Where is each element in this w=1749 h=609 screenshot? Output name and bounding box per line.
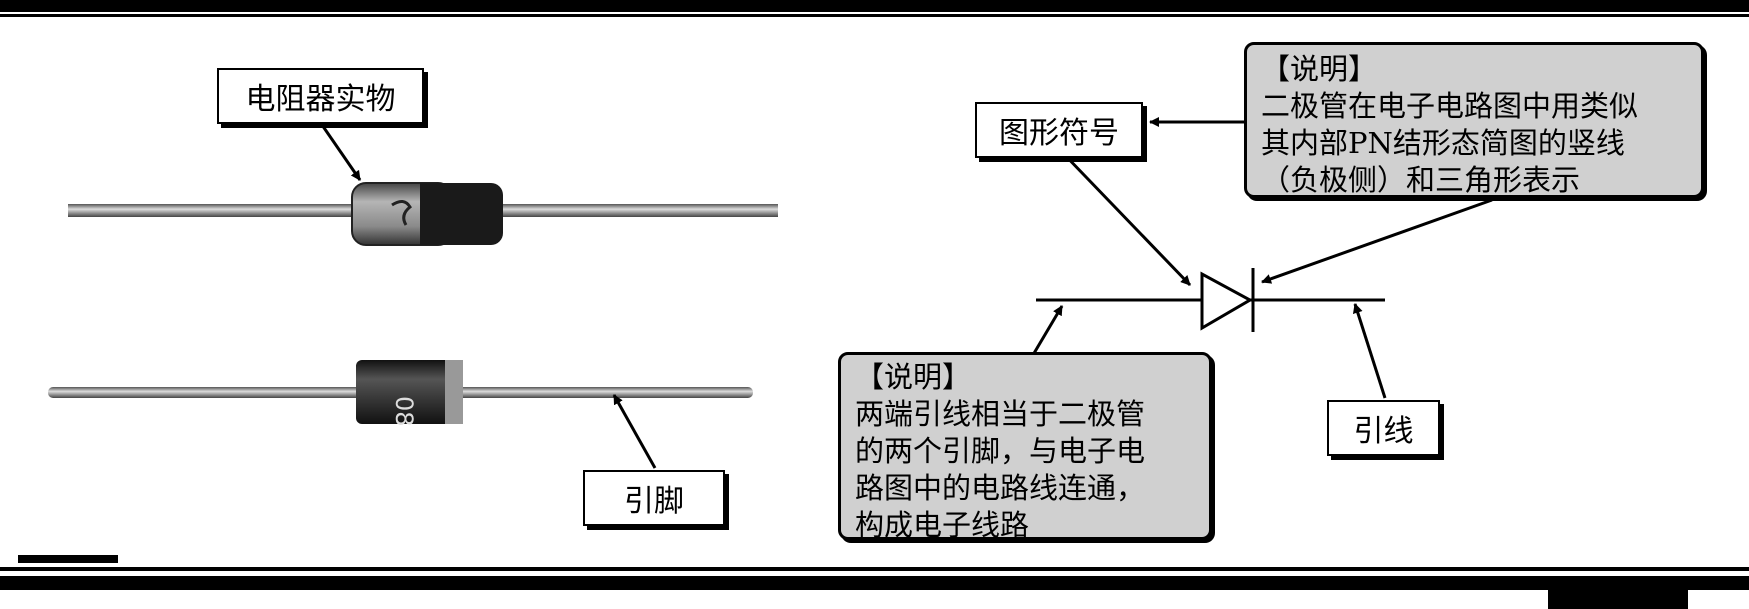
note-top-line-1: 二极管在电子电路图中用类似: [1261, 89, 1639, 123]
note-top-line-2: 其内部PN结形态简图的竖线: [1261, 126, 1625, 160]
label-pin: 引脚: [583, 470, 725, 526]
bottom-border-bar: [0, 576, 1749, 590]
arrow-to-cathode-bar: [1261, 198, 1493, 284]
label-resistor-photo-text: 电阻器实物: [245, 82, 396, 117]
top-border-thin: [0, 14, 1749, 17]
label-resistor-photo: 电阻器实物: [217, 68, 424, 124]
top-border-bar: [0, 0, 1749, 12]
note-bottom-line-1: 两端引线相当于二极管: [855, 397, 1146, 431]
note-bottom-line-2: 的两个引脚，与电子电: [855, 434, 1146, 468]
label-symbol-text: 图形符号: [999, 116, 1119, 151]
arrow-to-left-lead: [1028, 305, 1064, 361]
label-lead-text: 引线: [1353, 414, 1414, 449]
component-marking: 08: [390, 396, 418, 427]
note-top-line-3: （负极侧）和三角形表示: [1261, 163, 1581, 197]
note-bottom: 【说明】 两端引线相当于二极管 的两个引脚，与电子电 路图中的电路线连通， 构成…: [838, 352, 1212, 542]
label-pin-text: 引脚: [624, 484, 684, 519]
note-bottom-title: 【说明】: [855, 360, 972, 394]
bottom-border-thin: [0, 567, 1749, 571]
bottom-left-mark: [18, 555, 118, 563]
glass-diode-photo: [68, 182, 778, 246]
arrow-to-right-lead: [1352, 303, 1387, 399]
note-top-title: 【说明】: [1261, 52, 1378, 86]
diode-symbol: [1036, 268, 1385, 332]
plastic-diode-photo: 08: [48, 360, 753, 427]
note-bottom-line-4: 构成电子线路: [855, 508, 1030, 542]
label-lead: 引线: [1327, 400, 1440, 456]
arrow-symbol-to-triangle: [1058, 148, 1192, 287]
label-symbol: 图形符号: [975, 102, 1143, 158]
note-top: 【说明】 二极管在电子电路图中用类似 其内部PN结形态简图的竖线 （负极侧）和三…: [1244, 42, 1704, 198]
arrow-to-pin: [612, 394, 657, 469]
note-bottom-line-3: 路图中的电路线连通，: [855, 471, 1146, 505]
arrow-to-glass-diode: [318, 121, 362, 181]
bottom-right-block: [1548, 590, 1688, 609]
